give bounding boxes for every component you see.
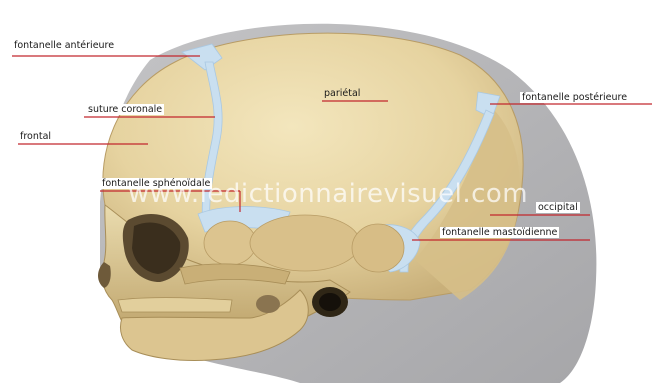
label-parietal: pariétal [324, 88, 360, 99]
petrous-region [352, 224, 404, 272]
label-mastoid-fontanelle: fontanelle mastoïdienne [440, 227, 559, 238]
label-anterior-fontanelle: fontanelle antérieure [12, 40, 116, 51]
temporal-bone [250, 215, 360, 271]
maxilla [118, 298, 232, 312]
label-occipital: occipital [536, 202, 580, 213]
label-frontal: frontal [20, 131, 51, 142]
mandibular-notch [256, 295, 280, 313]
label-posterior-fontanelle: fontanelle postérieure [520, 92, 629, 103]
sphenoid-wing [204, 221, 256, 265]
label-coronal-suture: suture coronale [86, 104, 164, 115]
label-sphenoidal-fontanelle: fontanelle sphénoïdale [100, 178, 212, 189]
